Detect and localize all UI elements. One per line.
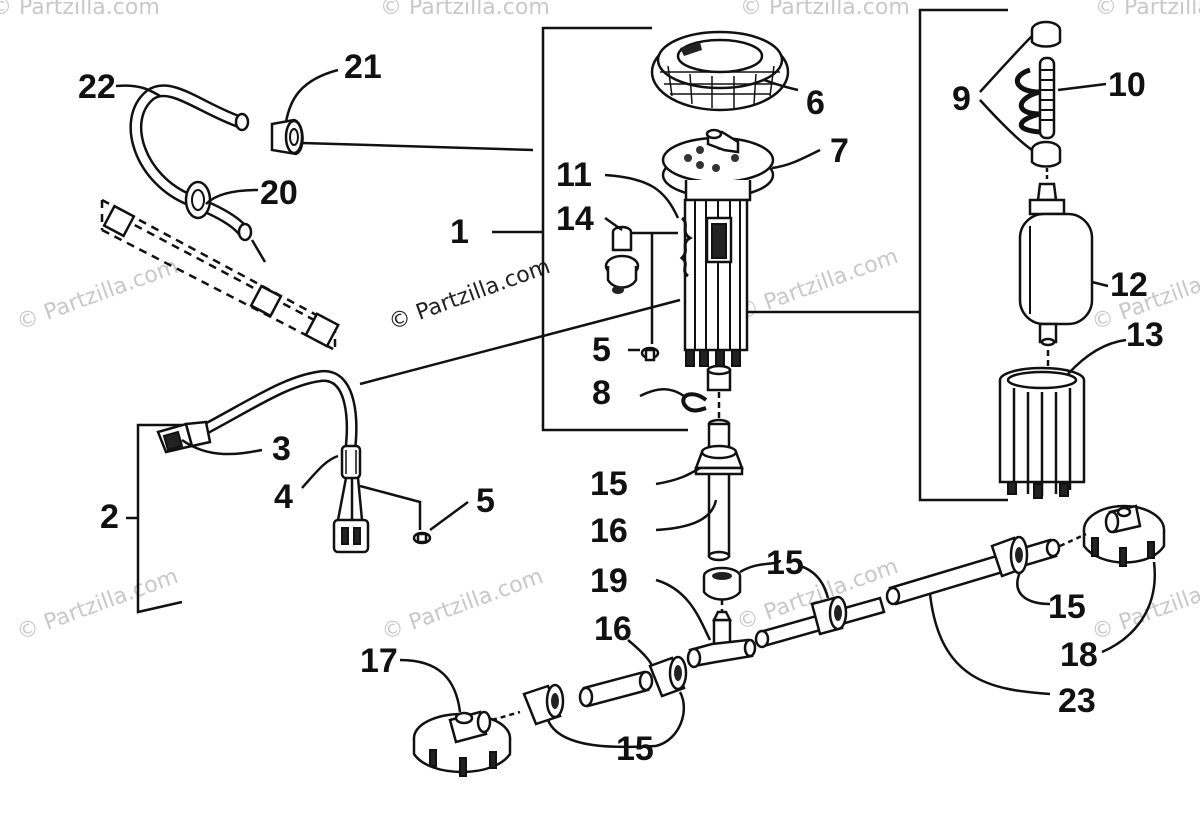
clamp-15-b [702, 566, 742, 601]
watermark-faint: © Partzilla.com [1095, 0, 1200, 20]
clamp-21 [270, 118, 304, 156]
leader-5-lower [429, 500, 469, 532]
clamp-20 [184, 180, 212, 220]
leader-19 [655, 578, 712, 641]
leader-15-c [799, 564, 830, 599]
callout-18: 18 [1060, 636, 1098, 674]
callout-12: 12 [1110, 266, 1148, 304]
leader-15-a [655, 466, 701, 486]
callout-5-upper: 5 [592, 331, 611, 369]
leader-10 [1057, 82, 1107, 92]
leader-15-e [546, 719, 657, 749]
callout-20: 20 [260, 174, 298, 212]
leader-11 [604, 173, 680, 219]
leader-15-d [1016, 571, 1051, 606]
leader-15-b [739, 559, 782, 574]
callout-16-b: 16 [594, 610, 632, 648]
tee-fitting [686, 610, 757, 669]
leader-8 [639, 388, 685, 398]
pickup-17 [412, 710, 521, 777]
clamp-15-d [990, 535, 1029, 578]
watermark-main: © Partzilla.com [386, 254, 554, 336]
callout-19: 19 [590, 562, 628, 600]
watermark-faint: © Partzilla.com [740, 0, 910, 20]
leader-9-a [979, 35, 1033, 93]
wiring-harness [156, 370, 370, 554]
callout-14: 14 [556, 200, 594, 238]
callout-6: 6 [806, 84, 825, 122]
callout-3: 3 [272, 430, 291, 468]
clamp-15-c [810, 595, 848, 636]
callout-21: 21 [344, 48, 382, 86]
leader-7 [771, 148, 821, 170]
leader-22 [115, 84, 161, 98]
clamp-15-e [648, 655, 688, 698]
callout-23: 23 [1058, 682, 1096, 720]
watermark-faint: © Partzilla.com [379, 564, 547, 646]
part-14-grommet [604, 225, 640, 294]
leader-9-b [979, 99, 1033, 152]
watermark-faint: © Partzilla.com [1089, 564, 1200, 646]
bracket-pump-detail [918, 8, 1008, 502]
callout-15-b: 15 [766, 544, 804, 582]
callout-4: 4 [274, 478, 293, 516]
pickup-18 [1059, 504, 1166, 567]
frame-rail [100, 198, 340, 352]
short-hose-bottom [578, 670, 654, 708]
watermark-faint: © Partzilla.com [14, 564, 182, 646]
watermark-faint: © Partzilla.com [14, 254, 182, 336]
callout-9: 9 [952, 80, 971, 118]
callout-8: 8 [592, 374, 611, 412]
pump-flange [661, 128, 775, 367]
watermark-faint: © Partzilla.com [0, 0, 160, 20]
watermark-faint: © Partzilla.com [734, 244, 902, 326]
callout-5-lower: 5 [476, 482, 495, 520]
leader-harness-to-pump [359, 298, 681, 386]
callout-17: 17 [360, 642, 398, 680]
leader-21 [284, 68, 339, 123]
callout-2: 2 [100, 498, 119, 536]
callout-11: 11 [556, 156, 592, 194]
clip-8 [681, 392, 708, 413]
callout-15-a: 15 [590, 465, 628, 503]
module-outlet-fitting [706, 364, 732, 420]
callout-16-a: 16 [590, 512, 628, 550]
callout-7: 7 [830, 132, 849, 170]
callout-15-d: 15 [616, 730, 654, 768]
leader-3 [181, 438, 263, 456]
callout-1: 1 [450, 213, 469, 251]
vent-hose [129, 84, 267, 263]
vertical-hose [694, 418, 744, 562]
retaining-ring [650, 30, 790, 112]
callout-15-c: 15 [1048, 588, 1086, 626]
callout-13: 13 [1126, 316, 1164, 354]
leader-12 [1091, 280, 1109, 288]
vent-line [301, 141, 534, 152]
watermark-faint: © Partzilla.com [380, 0, 550, 20]
screw-5-lower [412, 531, 432, 545]
leader-14 [604, 216, 623, 232]
leader-15-f [655, 691, 686, 748]
leader-6 [763, 78, 799, 92]
leader-4 [301, 454, 339, 489]
leader-13 [1067, 338, 1127, 375]
leader-16-b [627, 639, 654, 667]
leader-18 [1101, 561, 1157, 654]
leader-16-a [655, 499, 718, 532]
clamp-15-f [522, 683, 565, 726]
screw-5-upper [640, 346, 660, 362]
leader-4-b [359, 484, 422, 530]
leader-20 [205, 188, 259, 205]
bracket-assembly-1 [541, 26, 688, 432]
leader-17 [399, 658, 462, 713]
callout-10: 10 [1108, 66, 1146, 104]
leader-23 [928, 593, 1051, 696]
pump-detail [998, 20, 1094, 499]
callout-22: 22 [78, 68, 116, 106]
